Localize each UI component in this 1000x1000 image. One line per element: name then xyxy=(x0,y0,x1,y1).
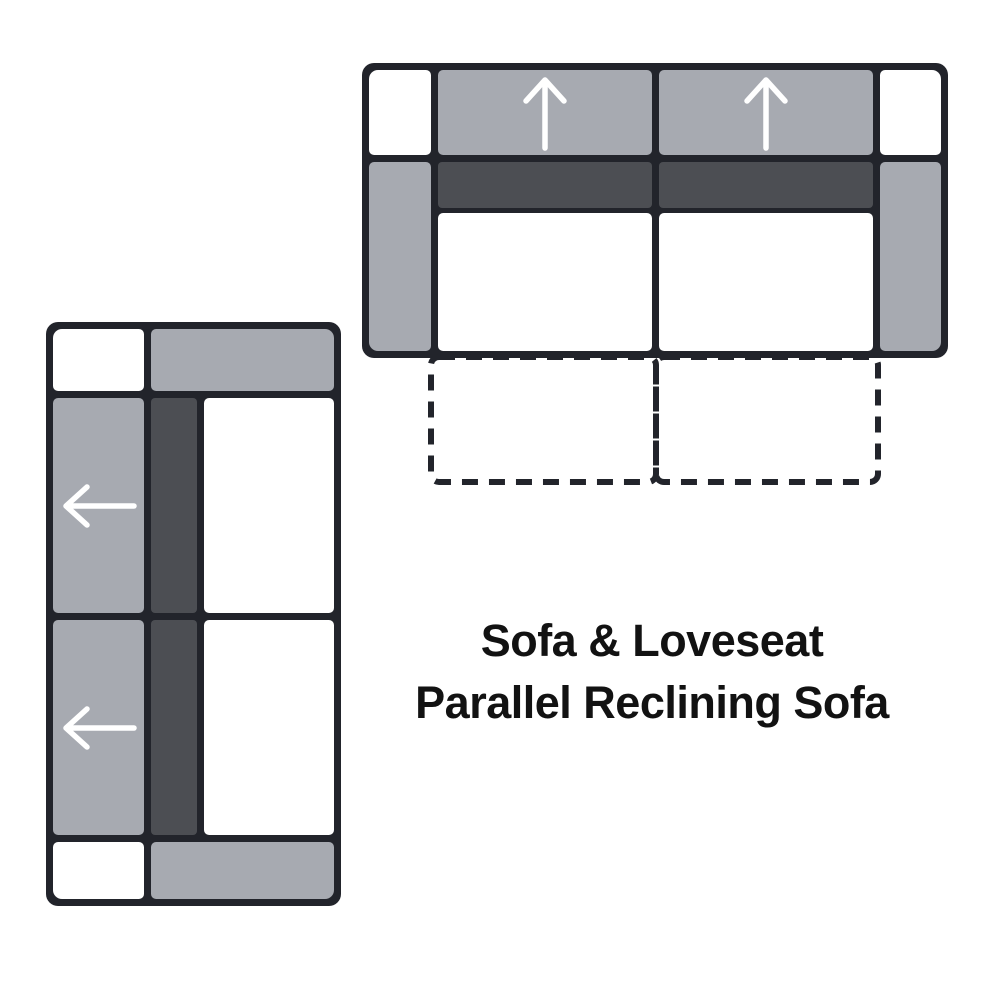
loveseat-armrest-top xyxy=(151,329,334,391)
sofa-armrest-right xyxy=(880,162,941,351)
recline-arrow-left-icon xyxy=(62,705,137,750)
sofa-back-corner-left xyxy=(369,70,431,155)
footrest-outline-right xyxy=(653,354,881,485)
sofa-back-cushion-edge-1 xyxy=(438,162,652,208)
footrest-outline-left xyxy=(428,354,659,485)
loveseat-seat-cushion-2 xyxy=(204,620,334,835)
sofa-seat-cushion-1 xyxy=(438,213,652,351)
sofa-armrest-left xyxy=(369,162,431,351)
recline-arrow-up-icon xyxy=(744,76,788,151)
loveseat-top-view xyxy=(46,322,341,906)
recline-arrow-left-icon xyxy=(62,483,137,528)
sofa-top-view xyxy=(362,63,948,358)
sofa-back-corner-right xyxy=(880,70,941,155)
recline-arrow-up-icon xyxy=(523,76,567,151)
loveseat-back-cushion-edge-2 xyxy=(151,620,197,835)
sofa-seat-cushion-2 xyxy=(659,213,873,351)
loveseat-armrest-bottom xyxy=(151,842,334,899)
recliner-footrest-footprint-dashed xyxy=(428,354,881,485)
loveseat-back-cushion-edge-1 xyxy=(151,398,197,613)
loveseat-back-corner-bottom xyxy=(53,842,144,899)
loveseat-backrest-cushion-2 xyxy=(53,620,144,835)
diagram-title: Sofa & Loveseat Parallel Reclining Sofa xyxy=(352,610,952,734)
loveseat-back-corner-top xyxy=(53,329,144,391)
loveseat-backrest-cushion-1 xyxy=(53,398,144,613)
loveseat-seat-cushion-1 xyxy=(204,398,334,613)
sofa-back-cushion-edge-2 xyxy=(659,162,873,208)
sofa-backrest-cushion-2 xyxy=(659,70,873,155)
diagram-title-line-1: Sofa & Loveseat xyxy=(480,615,824,666)
sofa-backrest-cushion-1 xyxy=(438,70,652,155)
diagram-title-line-2: Parallel Reclining Sofa xyxy=(415,677,889,728)
